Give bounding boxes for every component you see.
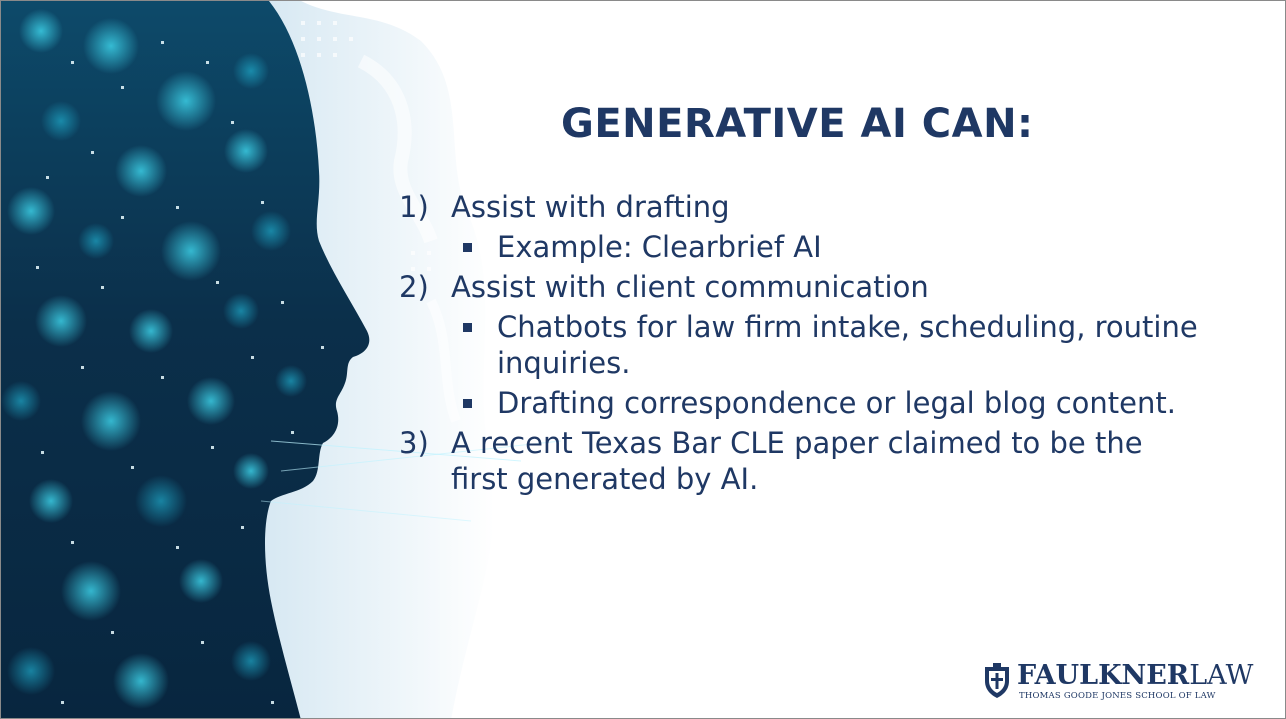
logo-name-regular: LAW bbox=[1189, 660, 1254, 691]
sub-item-text: Example: Clearbrief AI bbox=[497, 230, 822, 264]
list-item-2: 2) Assist with client communication bbox=[399, 269, 1199, 305]
bullet-list: 1) Assist with drafting Example: Clearbr… bbox=[399, 189, 1199, 501]
list-item-text: Assist with client communication bbox=[451, 270, 929, 304]
square-bullet-icon bbox=[463, 399, 472, 408]
data-dots bbox=[36, 41, 324, 704]
list-item-1: 1) Assist with drafting bbox=[399, 189, 1199, 225]
sub-item-1-1: Example: Clearbrief AI bbox=[399, 229, 1199, 265]
sub-item-text: Chatbots for law firm intake, scheduling… bbox=[497, 310, 1198, 380]
faulkner-law-logo: FAULKNERLAW THOMAS GOODE JONES SCHOOL OF… bbox=[983, 661, 1275, 705]
square-bullet-icon bbox=[463, 323, 472, 332]
crest-icon bbox=[985, 663, 1009, 698]
sub-item-2-2: Drafting correspondence or legal blog co… bbox=[399, 385, 1199, 421]
list-number: 2) bbox=[399, 270, 429, 304]
logo-tagline: THOMAS GOODE JONES SCHOOL OF LAW bbox=[1019, 691, 1216, 701]
sub-item-text: Drafting correspondence or legal blog co… bbox=[497, 386, 1176, 420]
list-item-text: Assist with drafting bbox=[451, 190, 730, 224]
logo-wordmark: FAULKNERLAW bbox=[1017, 661, 1253, 691]
square-bullet-icon bbox=[463, 243, 472, 252]
slide-title: GENERATIVE AI CAN: bbox=[561, 101, 1034, 147]
list-number: 1) bbox=[399, 190, 429, 224]
sub-item-2-1: Chatbots for law firm intake, scheduling… bbox=[399, 309, 1199, 381]
bokeh-orbs bbox=[1, 9, 307, 709]
grid-dots bbox=[301, 21, 431, 271]
list-item-3: 3) A recent Texas Bar CLE paper claimed … bbox=[399, 425, 1199, 497]
list-number: 3) bbox=[399, 426, 429, 460]
logo-name-bold: FAULKNER bbox=[1017, 660, 1190, 691]
list-item-text: A recent Texas Bar CLE paper claimed to … bbox=[451, 426, 1143, 496]
